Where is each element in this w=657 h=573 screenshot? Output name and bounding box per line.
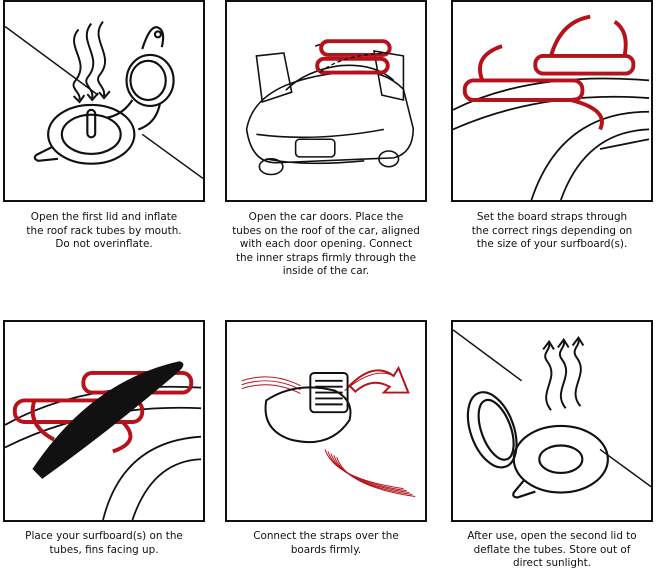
caption-line: the size of your surfboard(s).: [476, 238, 628, 250]
caption-line: the inner straps firmly through the: [235, 251, 417, 264]
valve-base-icon: [33, 103, 136, 165]
step-3-illustration: [451, 0, 653, 202]
step-6-caption: After use, open the second lid to deflat…: [446, 530, 657, 571]
surfboard-on-tubes-drawing: [5, 361, 202, 520]
caption-line: tubes on the roof of the car, aligned: [232, 224, 420, 237]
caption-line: with each door opening. Connect: [239, 238, 413, 250]
step-5-caption: Connect the straps over the boards firml…: [220, 530, 432, 557]
straps-icon: [462, 14, 636, 131]
car-with-tubes-drawing: [245, 39, 415, 176]
surfboard-icon: [32, 361, 184, 479]
caption-line: Set the board straps through: [476, 211, 628, 223]
caption-line: direct sunlight.: [513, 557, 591, 569]
valve-base-icon: [512, 424, 609, 499]
step-4-caption: Place your surfboard(s) on the tubes, fi…: [0, 530, 210, 557]
step-1-caption: Open the first lid and inflate the roof …: [0, 211, 210, 252]
board-straps-drawing: [453, 14, 650, 200]
caption-line: the roof rack tubes by mouth.: [26, 224, 182, 237]
open-lid-icon: [106, 26, 175, 131]
buckle-icon: [264, 371, 352, 444]
step-4-illustration: [3, 320, 205, 522]
caption-line: deflate the tubes. Store out of: [473, 543, 631, 556]
caption-line: inside of the car.: [282, 265, 370, 277]
step-3-caption: Set the board straps through the correct…: [446, 211, 657, 252]
step-2-caption: Open the car doors. Place the tubes on t…: [220, 211, 432, 279]
strap-lines-icon: [241, 372, 416, 497]
caption-line: boards firmly.: [290, 543, 362, 556]
caption-line: Connect the straps over the: [253, 530, 399, 542]
step-1-illustration: [3, 0, 205, 202]
step-5-illustration: [225, 320, 427, 522]
caption-line: Place your surfboard(s) on the: [25, 530, 183, 542]
car-roof-icon: [453, 77, 650, 200]
inflate-valve-drawing: [5, 20, 203, 180]
arrow-icon: [348, 365, 410, 394]
buckle-straps-drawing: [241, 365, 416, 497]
open-lid-icon: [466, 391, 518, 469]
roof-tubes-icon: [315, 39, 392, 75]
caption-line: Open the car doors. Place the: [248, 211, 404, 223]
caption-line: tubes, fins facing up.: [49, 543, 159, 556]
caption-line: After use, open the second lid to: [467, 530, 637, 542]
caption-line: Do not overinflate.: [55, 238, 153, 250]
air-arrows-icon: [542, 335, 585, 411]
air-arrows-icon: [72, 20, 111, 104]
caption-line: the correct rings depending on: [471, 224, 633, 237]
step-2-illustration: [225, 0, 427, 202]
deflate-valve-drawing: [453, 329, 651, 499]
caption-line: Open the first lid and inflate: [30, 211, 178, 223]
step-6-illustration: [451, 320, 653, 522]
